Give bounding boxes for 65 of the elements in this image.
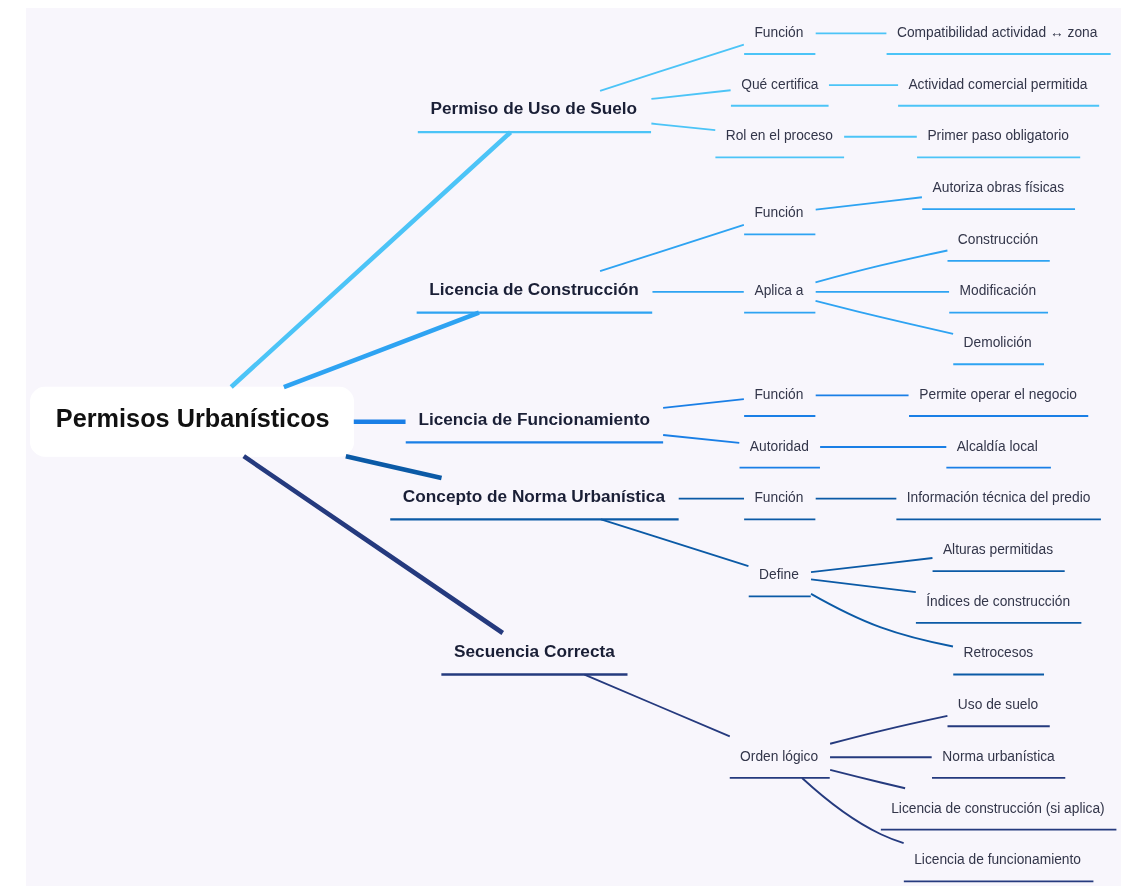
connector (662, 398, 745, 409)
node-text: Función (754, 24, 804, 40)
connector (677, 497, 745, 500)
node-text: Licencia de funcionamiento (914, 852, 1082, 868)
connector (599, 43, 745, 92)
connector (843, 135, 918, 138)
connector (583, 673, 731, 738)
node-box: Permisos Urbanísticos (30, 386, 355, 457)
node-text: Orden lógico (740, 748, 819, 764)
node-text: Secuencia Correcta (454, 640, 615, 661)
node-text: Construcción (957, 231, 1039, 247)
connector (283, 310, 480, 390)
node-text: Uso de suelo (957, 697, 1039, 713)
connector (829, 769, 907, 790)
node-text: Información técnica del predio (906, 490, 1091, 506)
node-text: Autoridad (749, 438, 809, 454)
connector (814, 394, 910, 397)
node-text: Modificación (959, 283, 1037, 299)
connector (353, 419, 406, 425)
node-text: Permite operar el negocio (919, 386, 1077, 402)
connector (242, 454, 505, 635)
connector (814, 196, 923, 211)
connector (814, 497, 898, 500)
connector (829, 714, 949, 745)
node-text: Aplica a (754, 283, 804, 299)
connector (814, 299, 955, 335)
node-text: Índices de construcción (926, 593, 1071, 609)
node-text: Retrocesos (963, 645, 1034, 661)
connector (829, 756, 933, 759)
node-text: Licencia de Funcionamiento (418, 408, 650, 429)
node-text: Compatibilidad actividad ↔ zona (896, 24, 1098, 40)
node-text: Alcaldía local (956, 438, 1038, 454)
node-text: Concepto de Norma Urbanística (402, 485, 666, 506)
node-text: Función (754, 205, 804, 221)
connector (814, 249, 949, 284)
node-text: Alturas permitidas (942, 541, 1054, 557)
connector (828, 84, 899, 86)
connector (814, 32, 888, 35)
node-text: Demolición (963, 335, 1032, 351)
connector (345, 454, 443, 481)
connector (229, 130, 513, 389)
node-text: Primer paso obligatorio (927, 128, 1069, 144)
node-text: Licencia de Construcción (429, 278, 639, 299)
connector (810, 592, 954, 648)
node-text: Actividad comercial permitida (908, 76, 1088, 92)
connector (650, 89, 732, 100)
node-text: Rol en el proceso (725, 128, 833, 144)
connector (801, 777, 905, 845)
node-text: Define (759, 567, 799, 583)
node-text: Función (754, 490, 804, 506)
node-text: Autoriza obras físicas (932, 180, 1065, 196)
connector (600, 518, 750, 568)
node-text: Norma urbanística (942, 748, 1055, 764)
node-text: Función (754, 386, 804, 402)
connector (651, 290, 745, 293)
node-text: Qué certifica (741, 76, 819, 92)
connector (819, 446, 948, 448)
connector (814, 290, 950, 293)
node-text: Permiso de Uso de Suelo (430, 98, 638, 119)
connector (599, 224, 745, 273)
connector (810, 557, 934, 574)
connector (650, 122, 717, 132)
connector (662, 434, 741, 444)
node-text: Licencia de construcción (si aplica) (891, 800, 1105, 816)
connector (810, 578, 917, 594)
